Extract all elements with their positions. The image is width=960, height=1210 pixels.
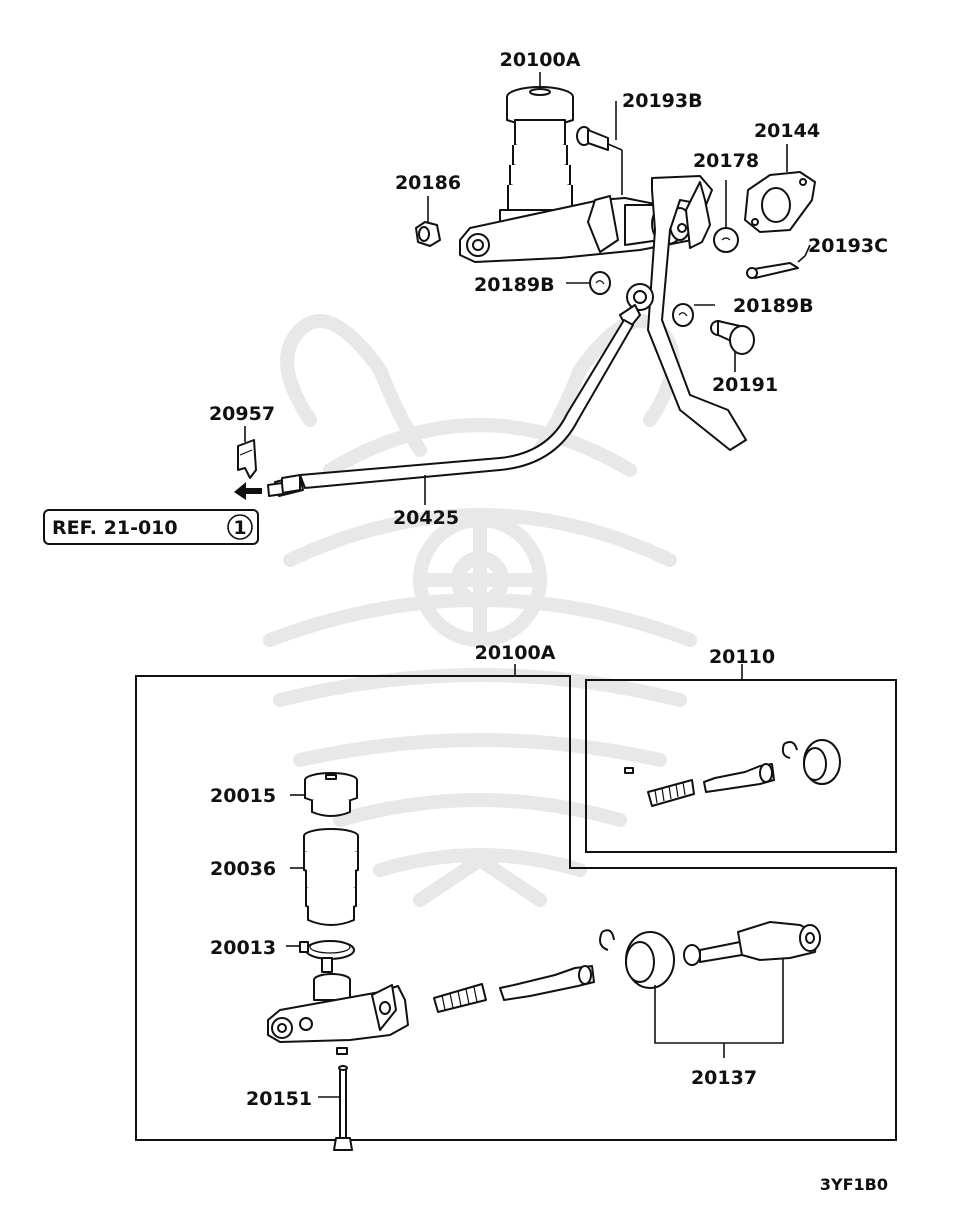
label-20110: 20110 xyxy=(709,646,775,668)
label-20100a-box: 20100A xyxy=(475,642,556,664)
label-20189b-right: 20189B xyxy=(733,295,814,317)
reference-number: 1 xyxy=(233,517,246,539)
cotter-pin-20193c xyxy=(746,244,811,279)
label-20015: 20015 xyxy=(210,785,276,807)
hose-20425 xyxy=(267,283,654,505)
clamp-20013 xyxy=(286,940,355,973)
bolt-20151 xyxy=(318,1065,353,1151)
washer-20189b-left xyxy=(566,271,611,295)
label-20100a-top: 20100A xyxy=(500,49,581,71)
clevis-pin-20193b xyxy=(576,126,623,195)
boot xyxy=(625,931,675,989)
label-20191: 20191 xyxy=(712,374,778,396)
nut-20186 xyxy=(415,221,441,247)
reservoir-20036 xyxy=(290,828,359,926)
stopper-20191 xyxy=(710,320,755,372)
exploded-view-box xyxy=(135,664,897,1141)
washer-20189b-right xyxy=(672,303,715,327)
push-rod xyxy=(683,921,821,966)
label-20957: 20957 xyxy=(209,403,275,425)
snap-ring xyxy=(599,929,615,951)
left-arrow-icon xyxy=(234,482,262,500)
label-20425: 20425 xyxy=(393,507,459,529)
label-20193b: 20193B xyxy=(622,90,703,112)
clip-20957 xyxy=(237,426,257,479)
piston xyxy=(499,965,595,1001)
reference-box[interactable]: REF. 21-010 1 xyxy=(43,509,259,545)
master-cylinder-body xyxy=(267,973,409,1055)
diagram-code: 3YF1B0 xyxy=(820,1175,888,1194)
label-20178: 20178 xyxy=(693,150,759,172)
gasket-20144 xyxy=(744,171,816,233)
label-20144: 20144 xyxy=(754,120,820,142)
label-20193c: 20193C xyxy=(808,235,888,257)
label-20186: 20186 xyxy=(395,172,461,194)
repair-kit-20110 xyxy=(624,739,841,807)
reference-text: REF. 21-010 xyxy=(52,517,178,539)
label-20189b-left: 20189B xyxy=(474,274,555,296)
label-20013: 20013 xyxy=(210,937,276,959)
label-20137: 20137 xyxy=(691,1067,757,1089)
label-20036: 20036 xyxy=(210,858,276,880)
reservoir-cap-20015 xyxy=(290,772,358,817)
watermark-logo xyxy=(263,314,697,907)
label-20151: 20151 xyxy=(246,1088,312,1110)
washer-20178 xyxy=(713,180,739,253)
spring xyxy=(433,983,487,1013)
